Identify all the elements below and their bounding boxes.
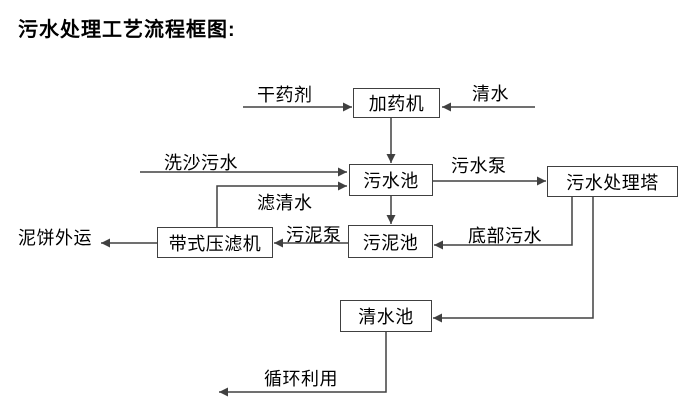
edge-label-bottom-sewage: 底部污水	[468, 226, 542, 246]
edge-label-sand-washing-sewage: 洗沙污水	[164, 153, 238, 173]
edge-label-filtered-water: 滤清水	[257, 193, 313, 213]
node-sewage-pool: 污水池	[349, 164, 433, 196]
node-clean-water-pool: 清水池	[340, 300, 432, 332]
edge-label-dry-chemical: 干药剂	[257, 85, 313, 105]
edge-label-sewage-pump: 污水泵	[451, 156, 507, 176]
edge-bottom-sewage-to-sludge-pool	[434, 197, 573, 250]
node-sludge-pool: 污泥池	[348, 225, 433, 258]
node-dosing-machine: 加药机	[353, 88, 440, 118]
edge-tower-to-clean-water-pool	[433, 197, 594, 323]
edge-label-clean-water: 清水	[472, 84, 509, 104]
edge-label-mud-cake-out: 泥饼外运	[18, 228, 92, 248]
node-treatment-tower: 污水处理塔	[547, 166, 678, 197]
node-belt-filter-press: 带式压滤机	[157, 227, 273, 258]
edge-label-sludge-pump: 污泥泵	[286, 225, 342, 245]
edge-label-recycle: 循环利用	[264, 369, 338, 389]
page-title: 污水处理工艺流程框图:	[18, 19, 236, 41]
edge-clean-water-pool-to-recycle	[219, 332, 387, 397]
edge-filtered-water-to-sewage-pool	[216, 181, 347, 227]
